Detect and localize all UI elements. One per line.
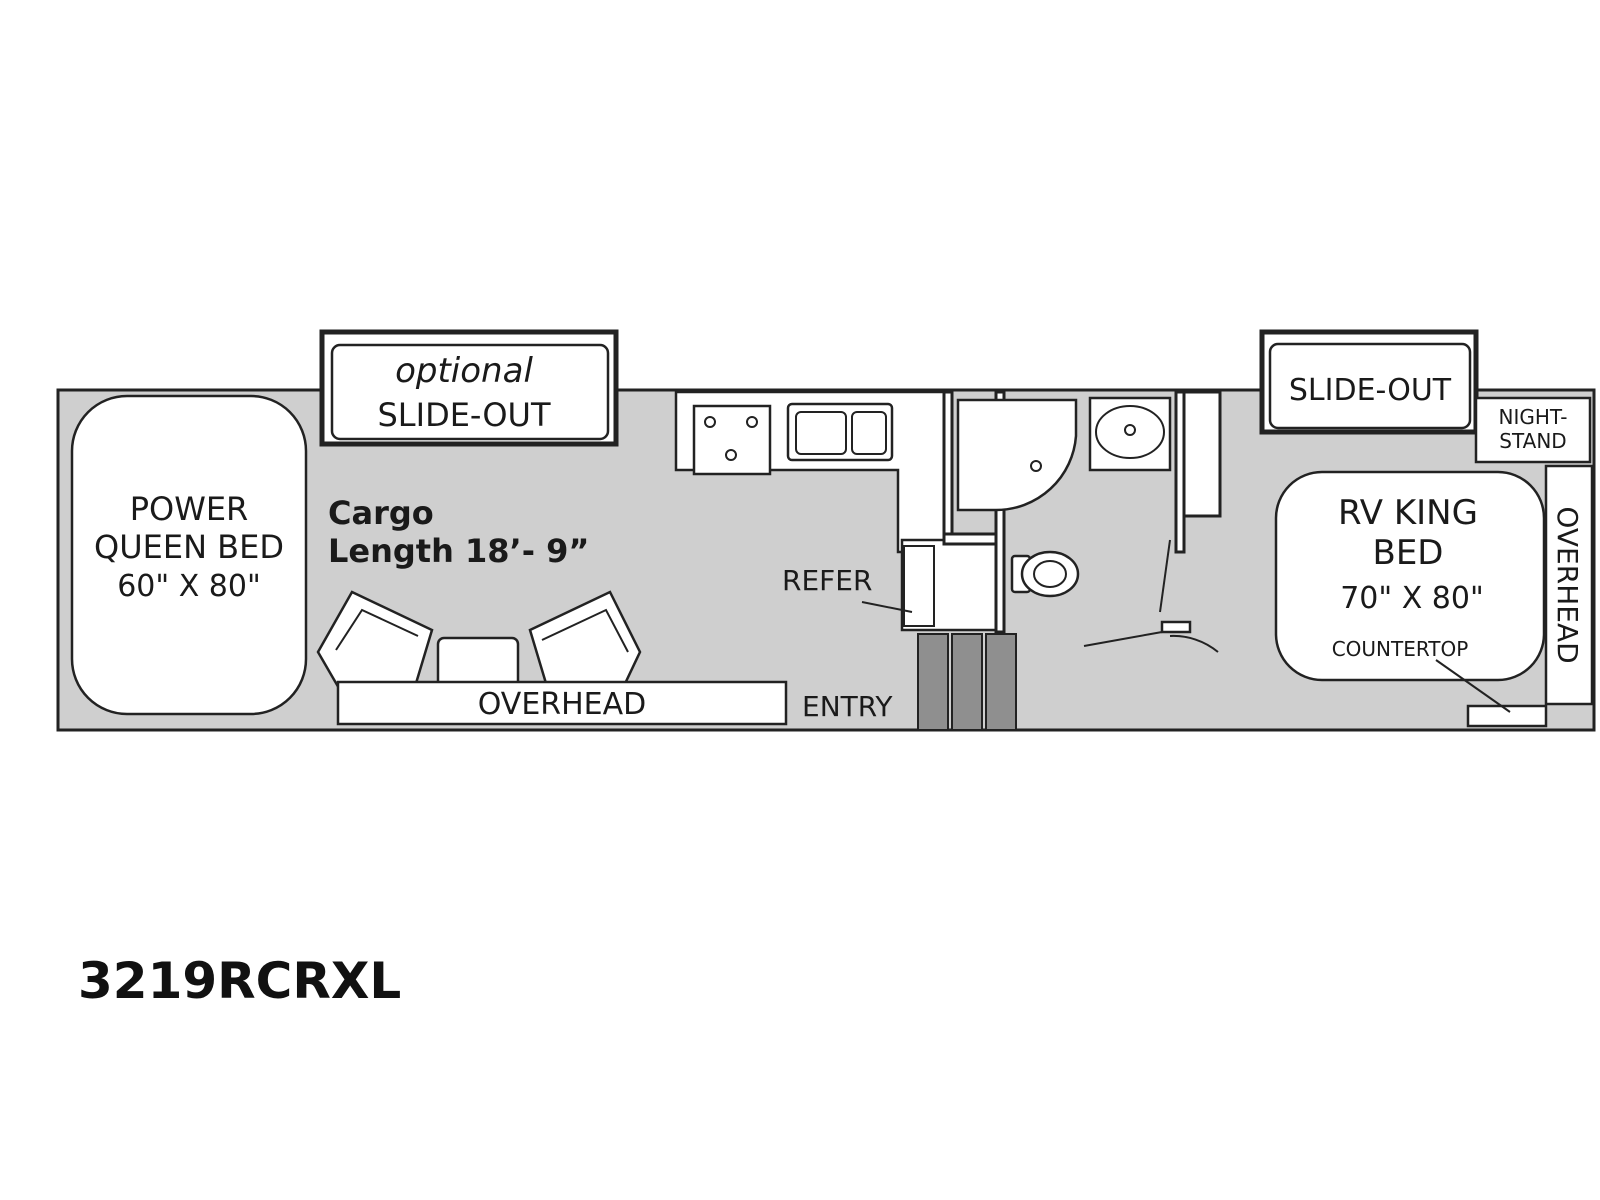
bathroom	[942, 390, 1222, 653]
stove-cooktop	[692, 404, 772, 476]
slide-out-right-label: SLIDE-OUT	[1289, 373, 1452, 408]
shower	[956, 398, 1078, 512]
left-slide-out	[319, 329, 619, 447]
king-bed-label-3: 70" X 80"	[1340, 581, 1484, 616]
kitchen-sink	[786, 402, 894, 462]
power-queen-label-2: QUEEN BED	[94, 528, 284, 566]
entry-label: ENTRY	[802, 690, 893, 723]
rv-king-bed	[1274, 470, 1546, 682]
night-stand-label-2: STAND	[1499, 429, 1566, 453]
right-slide-out	[1259, 329, 1479, 435]
power-queen-label-3: 60" X 80"	[117, 569, 261, 604]
night-stand	[1474, 396, 1592, 464]
entry-steps	[917, 633, 1017, 731]
optional-label: optional	[395, 351, 533, 391]
overhead-right-label: OVERHEAD	[1551, 506, 1584, 663]
king-bed-label-2: BED	[1373, 533, 1444, 573]
recliner-chair-right	[528, 590, 642, 692]
cargo-label-1: Cargo	[328, 494, 434, 532]
cargo-label-2: Length 18’- 9”	[328, 532, 589, 570]
night-stand-label-1: NIGHT-	[1499, 405, 1568, 429]
power-queen-label-1: POWER	[130, 490, 249, 528]
overhead-cabinet-right	[1544, 464, 1594, 706]
refrigerator	[861, 538, 1000, 632]
slide-out-left-label: SLIDE-OUT	[377, 396, 550, 434]
overhead-bottom-label: OVERHEAD	[478, 687, 647, 722]
power-queen-bed	[70, 394, 308, 716]
countertop-label: COUNTERTOP	[1332, 637, 1469, 661]
model-name: 3219RCRXL	[78, 952, 402, 1010]
countertop	[1466, 704, 1548, 728]
recliner-chair-left	[316, 590, 434, 692]
king-bed-label-1: RV KING	[1338, 493, 1478, 533]
overhead-cabinet-bottom	[336, 680, 788, 726]
toilet	[1010, 550, 1080, 598]
refer-label: REFER	[782, 564, 872, 597]
